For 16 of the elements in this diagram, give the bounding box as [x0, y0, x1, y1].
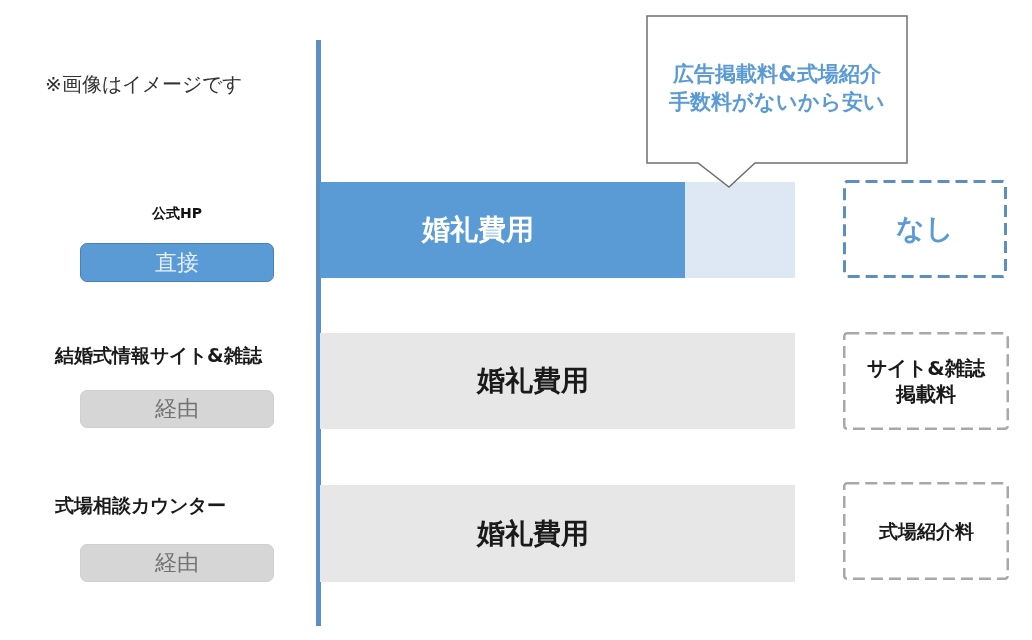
fee-box: サイト&雑誌掲載料 — [843, 332, 1009, 430]
fee-box: なし — [843, 180, 1007, 278]
cost-bar: 婚礼費用 — [320, 182, 685, 278]
note-text: ※画像はイメージです — [45, 72, 242, 96]
route-tag: 経由 — [80, 544, 274, 582]
row-heading: 結婚式情報サイト&雑誌 — [55, 343, 262, 367]
row-heading: 式場相談カウンター — [55, 493, 226, 517]
row-heading: 公式HP — [152, 204, 202, 222]
cost-bar: 婚礼費用 — [320, 333, 795, 429]
speech-bubble — [646, 15, 908, 188]
fee-box: 式場紹介料 — [843, 482, 1009, 580]
callout-text: 広告掲載料&式場紹介手数料がないから安い — [668, 61, 886, 116]
route-tag: 直接 — [80, 243, 274, 282]
cost-bar: 婚礼費用 — [320, 485, 795, 582]
route-tag: 経由 — [80, 390, 274, 428]
bar-segment — [685, 182, 795, 278]
